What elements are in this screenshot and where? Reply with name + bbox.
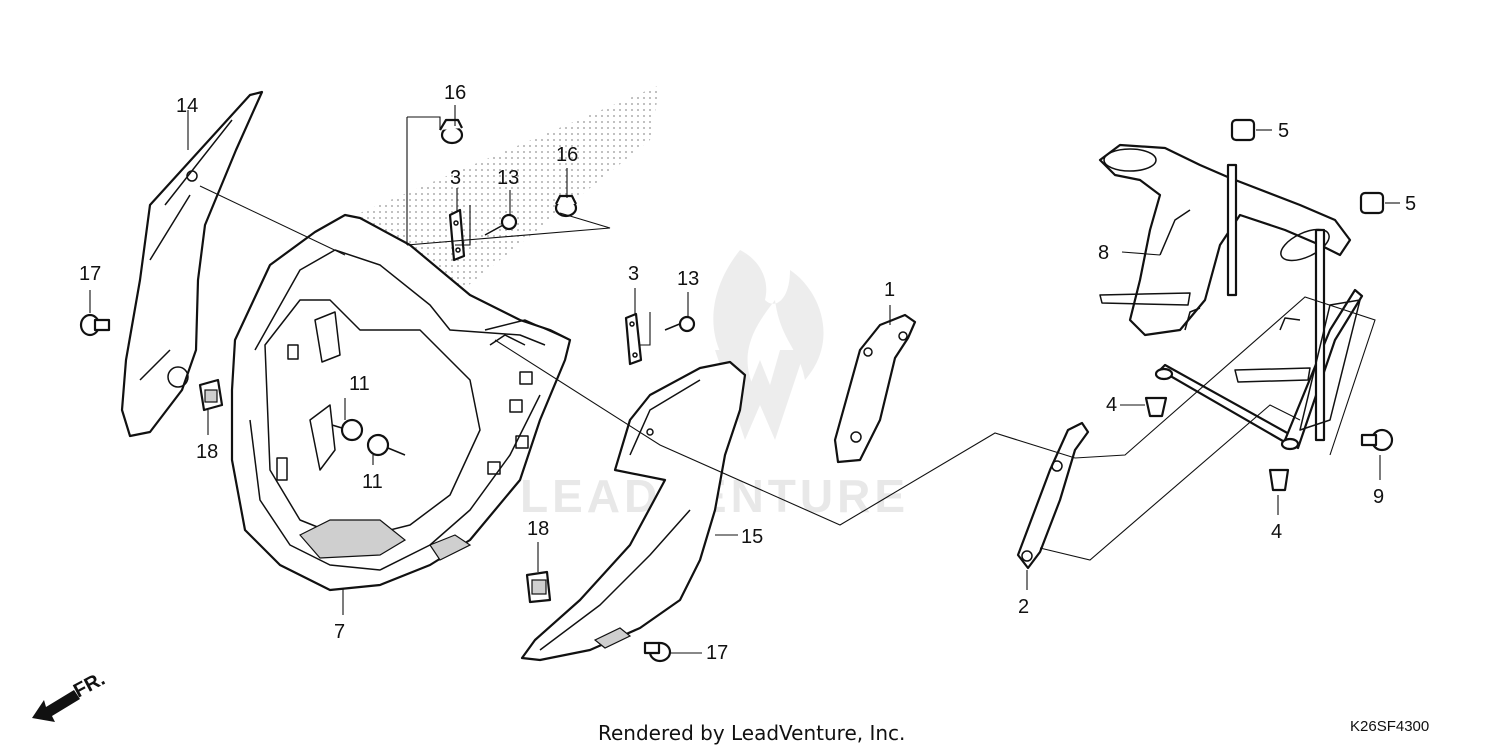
callout-15: 15 — [741, 526, 763, 548]
part-11-stud-b — [366, 433, 406, 457]
part-14-side-cover — [120, 90, 264, 438]
callout-16-mid: 16 — [556, 144, 578, 166]
callout-8: 8 — [1098, 242, 1109, 264]
part-16-grommet-b — [554, 194, 578, 218]
part-1-bracket — [833, 313, 917, 464]
callout-9: 9 — [1373, 486, 1384, 508]
part-16-grommet-a — [439, 118, 464, 145]
leader-lines — [89, 105, 1400, 654]
callout-13-mid: 13 — [677, 268, 699, 290]
callout-4-left: 4 — [1106, 394, 1117, 416]
hardware — [79, 118, 1394, 663]
part-11-stud-a — [331, 418, 364, 442]
diagram-code: K26SF4300 — [1350, 718, 1429, 735]
part-15-lower-cowl — [520, 360, 747, 662]
callout-7: 7 — [334, 621, 345, 643]
part-18-clip-a — [198, 378, 224, 412]
rendered-by-footer: Rendered by LeadVenture, Inc. — [598, 721, 905, 745]
part-4-collar-b — [1268, 468, 1290, 492]
callout-14: 14 — [176, 95, 198, 117]
callout-11-lower: 11 — [362, 471, 383, 493]
part-13-screw-b — [664, 315, 696, 333]
part-18-clip-b — [525, 570, 552, 604]
callout-18-left: 18 — [196, 441, 218, 463]
callout-1: 1 — [884, 279, 895, 301]
callout-17-lower: 17 — [706, 642, 728, 664]
callouts: 14 17 18 16 3 13 16 3 13 11 11 7 18 15 1… — [79, 82, 1416, 664]
part-5-cap-a — [1230, 118, 1256, 142]
part-7-front-cowl — [230, 213, 572, 592]
part-2-stay — [1016, 421, 1090, 570]
callout-2: 2 — [1018, 596, 1029, 618]
part-13-screw-a — [484, 213, 518, 236]
front-arrow-icon — [32, 690, 80, 722]
callout-3-mid: 3 — [628, 263, 639, 285]
part-17-bolt-b — [643, 641, 672, 663]
callout-17-left: 17 — [79, 263, 101, 285]
callout-4-right: 4 — [1271, 521, 1282, 543]
callout-5-top: 5 — [1278, 120, 1289, 142]
callout-5-right: 5 — [1405, 193, 1416, 215]
part-4-collar-a — [1144, 396, 1168, 418]
part-8-frame — [1098, 143, 1364, 451]
callout-16-top: 16 — [444, 82, 466, 104]
callout-3-top: 3 — [450, 167, 461, 189]
part-5-cap-b — [1359, 191, 1385, 215]
part-3-plate-b — [624, 312, 643, 366]
callout-11-upper: 11 — [349, 373, 370, 395]
callout-18-lower: 18 — [527, 518, 549, 540]
front-direction-indicator: FR. — [32, 668, 109, 722]
part-9-bolt — [1360, 428, 1394, 452]
part-17-bolt-a — [79, 313, 111, 337]
callout-13-top: 13 — [497, 167, 519, 189]
